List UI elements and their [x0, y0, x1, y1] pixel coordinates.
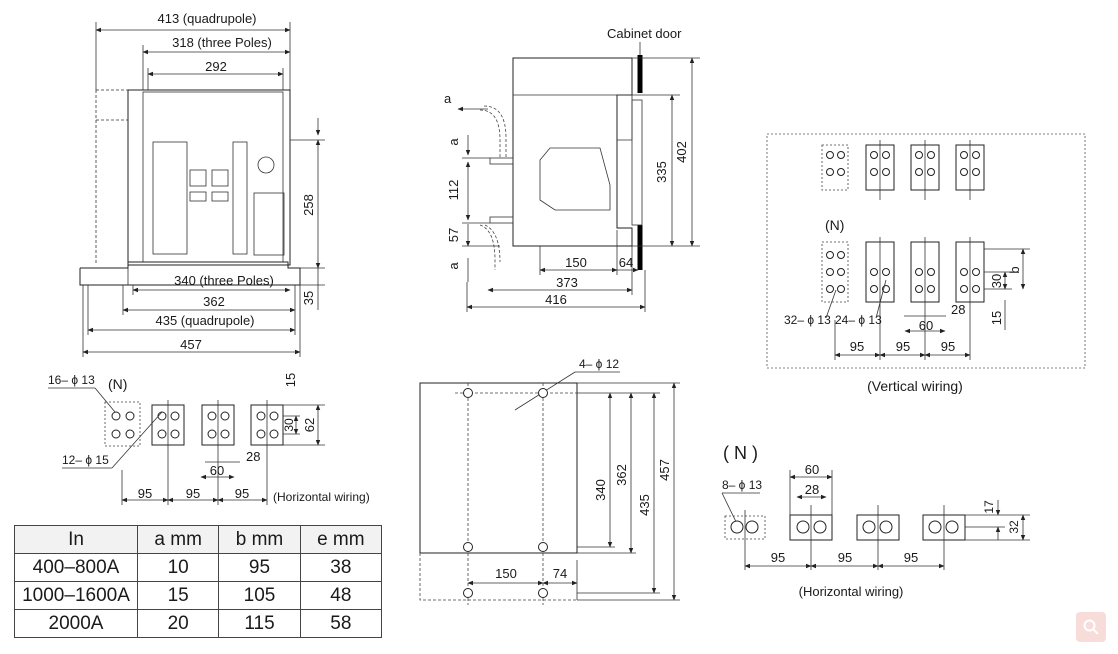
- dim-373: 373: [556, 275, 578, 290]
- mv-dim-457: 457: [657, 459, 672, 481]
- hl-holes-12: 12– ϕ 15: [62, 453, 109, 467]
- search-icon: [1082, 618, 1100, 636]
- cell-in: 400–800A: [14, 553, 138, 582]
- vertical-wiring: (N) 30 b 15 32– ϕ 13 24– ϕ 13 2: [766, 133, 1086, 394]
- hr-holes-8: 8– ϕ 13: [722, 478, 762, 492]
- col-in: In: [14, 525, 138, 554]
- mounting-view: 4– ϕ 12 340 362 435 457 150 74: [419, 357, 680, 605]
- dim-258: 258: [301, 194, 316, 216]
- spec-table: In a mm b mm e mm 400–800A 10 95 38 1000…: [14, 525, 383, 638]
- vw-dim-95a: 95: [850, 339, 864, 354]
- dim-57: 57: [446, 228, 461, 242]
- mv-dim-150: 150: [495, 566, 517, 581]
- cell-e: 48: [299, 581, 383, 610]
- cell-in: 2000A: [14, 609, 138, 638]
- mv-dim-362: 362: [614, 464, 629, 486]
- dim-150: 150: [565, 255, 587, 270]
- hr-caption: (Horizontal wiring): [799, 584, 904, 599]
- vw-dim-b: b: [1007, 266, 1022, 273]
- col-a: a mm: [136, 525, 220, 554]
- horizontal-wiring-right: ( N ) 8– ϕ 13 60 28 17 32 95: [721, 443, 1030, 599]
- mv-dim-340: 340: [593, 479, 608, 501]
- vw-dim-30: 30: [989, 274, 1004, 288]
- table-row: 1000–1600A 15 105 48: [14, 581, 383, 610]
- hr-dim-60: 60: [805, 462, 819, 477]
- hr-n-label: ( N ): [723, 443, 758, 463]
- vw-dim-15: 15: [989, 311, 1004, 325]
- hl-holes-16: 16– ϕ 13: [48, 373, 95, 387]
- hr-dim-32: 32: [1007, 520, 1021, 534]
- table-row: 2000A 20 115 58: [14, 609, 383, 638]
- mv-dim-74: 74: [553, 566, 567, 581]
- dim-112: 112: [446, 180, 461, 201]
- dim-413: 413 (quadrupole): [157, 11, 256, 26]
- search-button[interactable]: [1076, 612, 1106, 642]
- hl-dim-95c: 95: [235, 486, 249, 501]
- dim-318: 318 (three Poles): [172, 35, 272, 50]
- dim-362: 362: [203, 294, 225, 309]
- horizontal-wiring-left: 16– ϕ 13 (N) 12– ϕ 15 15 30 62: [48, 373, 370, 505]
- dim-64: 64: [619, 255, 633, 270]
- hl-n-label: (N): [108, 376, 127, 392]
- vw-dim-60: 60: [919, 318, 933, 333]
- hl-dim-95a: 95: [138, 486, 152, 501]
- dim-35: 35: [301, 291, 316, 305]
- front-view: 413 (quadrupole) 318 (three Poles) 292 2…: [79, 11, 325, 357]
- dim-340: 340 (three Poles): [174, 273, 274, 288]
- hl-dim-95b: 95: [186, 486, 200, 501]
- hl-dim-62: 62: [302, 418, 317, 432]
- dim-a-top: a: [444, 91, 452, 106]
- hr-dim-95c: 95: [904, 550, 918, 565]
- cell-in: 1000–1600A: [14, 581, 138, 610]
- vw-dim-95b: 95: [896, 339, 910, 354]
- hl-dim-28: 28: [246, 449, 260, 464]
- hl-dim-30: 30: [282, 418, 296, 432]
- hl-dim-15: 15: [283, 373, 298, 387]
- cabinet-door-label: Cabinet door: [607, 26, 682, 41]
- dim-292: 292: [205, 59, 227, 74]
- hl-dim-60: 60: [210, 463, 224, 478]
- cell-a: 10: [136, 553, 220, 582]
- dim-416: 416: [545, 292, 567, 307]
- cell-b: 115: [218, 609, 301, 638]
- cell-b: 95: [218, 553, 301, 582]
- vw-holes-24: 24– ϕ 13: [835, 313, 882, 327]
- dim-435: 435 (quadrupole): [155, 313, 254, 328]
- cell-a: 15: [136, 581, 220, 610]
- vw-caption: (Vertical wiring): [867, 378, 963, 394]
- hr-dim-17: 17: [982, 500, 996, 514]
- table-row: 400–800A 10 95 38: [14, 553, 383, 582]
- vw-holes-32: 32– ϕ 13: [784, 313, 831, 327]
- hl-caption: (Horizontal wiring): [273, 490, 370, 504]
- vw-dim-95c: 95: [941, 339, 955, 354]
- mv-dim-435: 435: [637, 494, 652, 516]
- cell-e: 38: [299, 553, 383, 582]
- dim-a-bot: a: [446, 262, 461, 270]
- vw-n-label: (N): [825, 217, 844, 233]
- cell-a: 20: [136, 609, 220, 638]
- dim-457: 457: [180, 337, 202, 352]
- vw-dim-28: 28: [951, 302, 965, 317]
- cell-e: 58: [299, 609, 383, 638]
- side-view: Cabinet door a a 112 57 a: [444, 26, 700, 312]
- mv-holes: 4– ϕ 12: [579, 357, 619, 371]
- cell-b: 105: [218, 581, 301, 610]
- dim-335: 335: [654, 161, 669, 183]
- hr-dim-28: 28: [805, 482, 819, 497]
- hr-dim-95b: 95: [838, 550, 852, 565]
- col-b: b mm: [218, 525, 301, 554]
- col-e: e mm: [299, 525, 383, 554]
- spec-table-header: In a mm b mm e mm: [14, 525, 383, 554]
- hr-dim-95a: 95: [771, 550, 785, 565]
- dim-a-mid: a: [446, 138, 461, 146]
- dim-402: 402: [674, 141, 689, 163]
